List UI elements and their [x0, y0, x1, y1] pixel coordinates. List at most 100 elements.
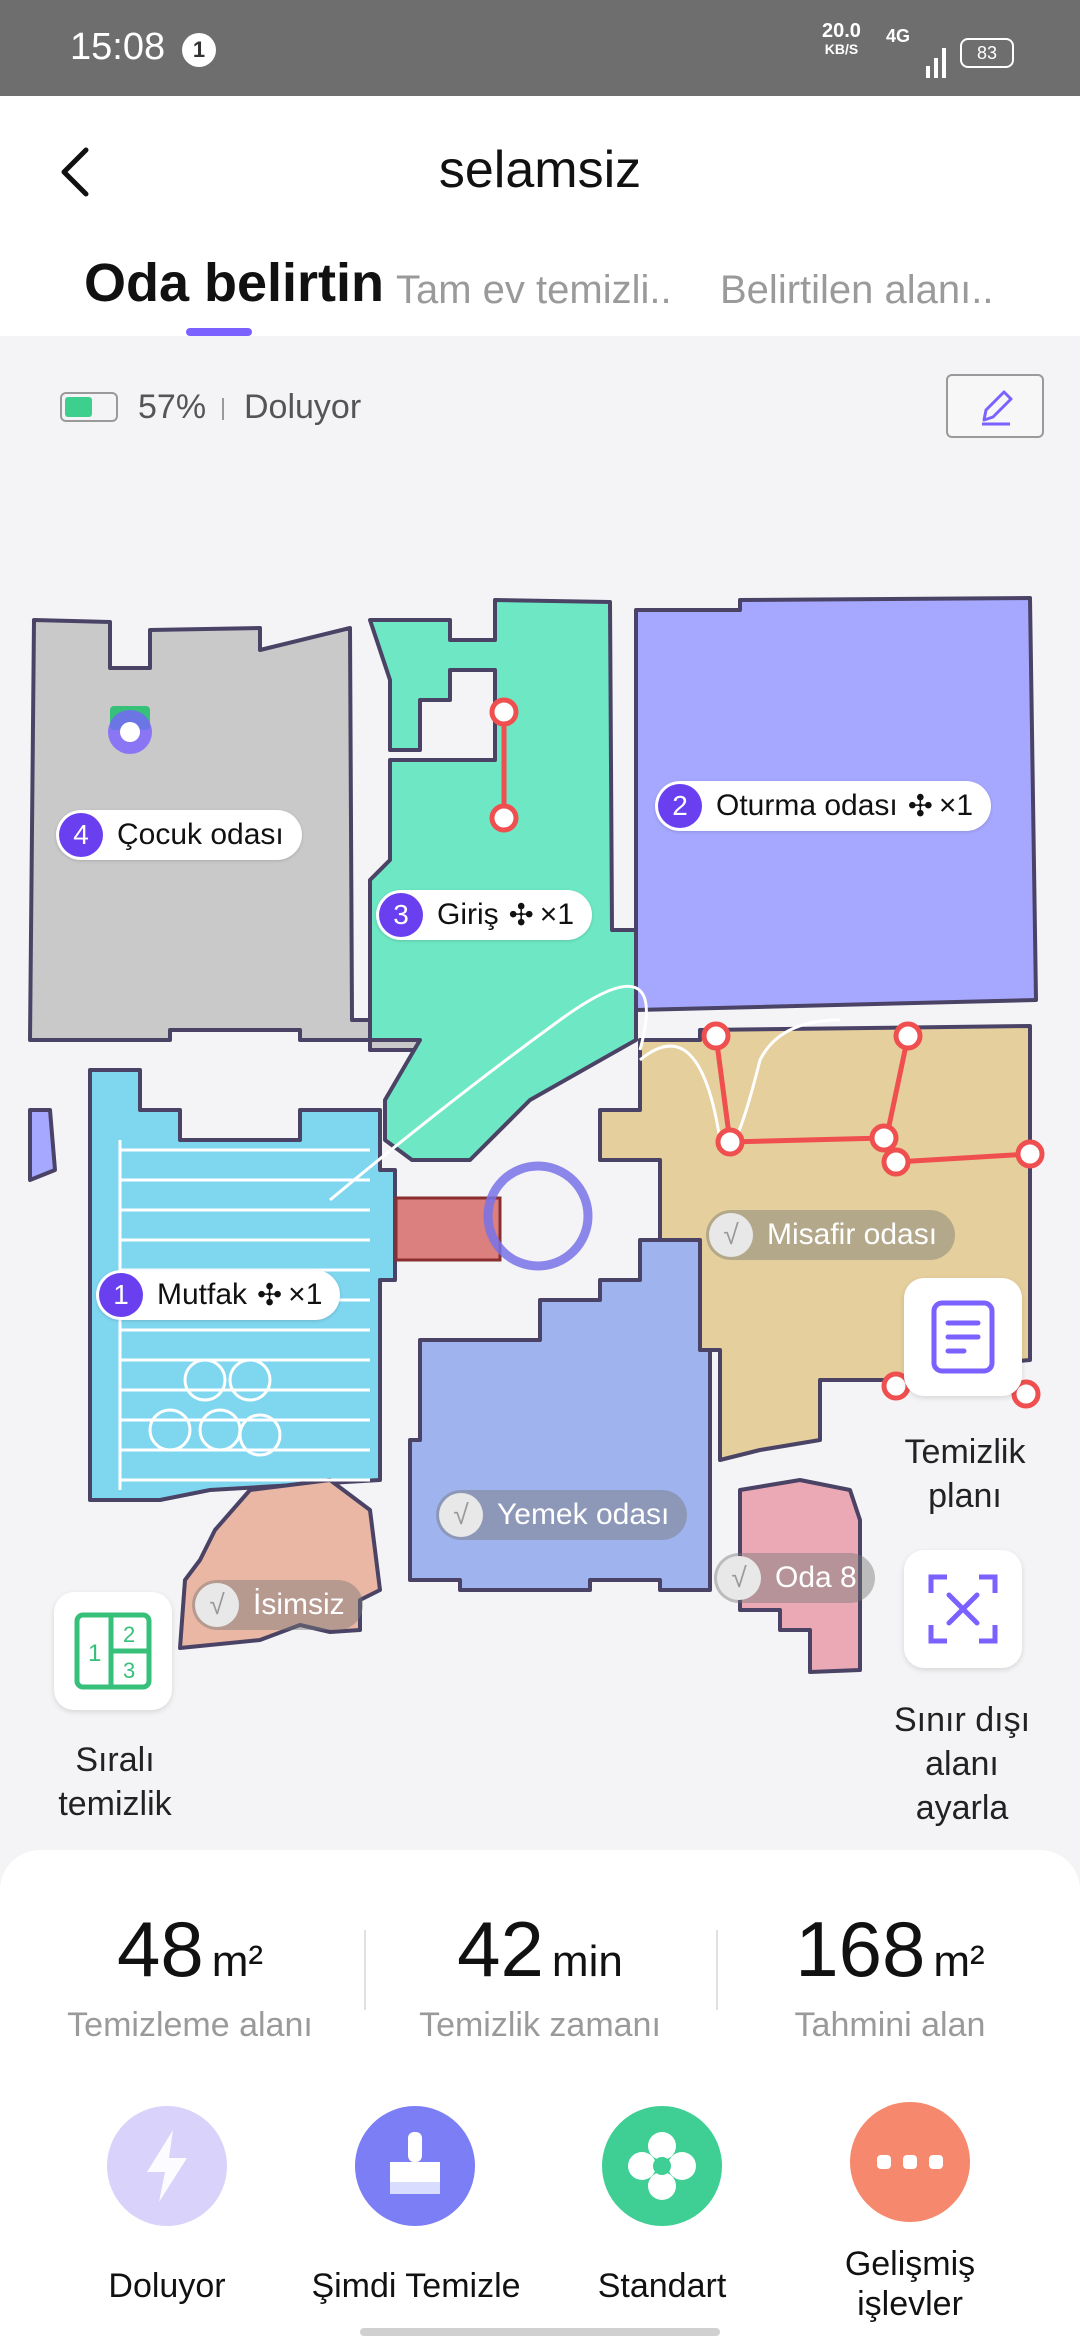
room-name: Çocuk odası [117, 818, 284, 851]
more-dots-icon [877, 2155, 943, 2169]
room-label-cocuk-odasi[interactable]: 4 Çocuk odası [56, 810, 302, 860]
fan-icon: ✣ [257, 1278, 283, 1312]
network-speed: 20.0 KB/S [822, 21, 861, 58]
check-icon: √ [195, 1583, 239, 1627]
room-label-misafir-odasi[interactable]: √ Misafir odası [706, 1210, 956, 1260]
sequential-cleaning-label: Sıralı temizlik [58, 1741, 172, 1823]
room-label-oda-8[interactable]: √ Oda 8 [714, 1553, 875, 1603]
check-icon: √ [439, 1493, 483, 1537]
sequential-cleaning-button[interactable]: 1 2 3 [54, 1592, 172, 1710]
charging-label: Doluyor [108, 2267, 226, 2305]
room-yemek-odasi[interactable] [408, 1238, 712, 1592]
room-giris[interactable] [368, 598, 638, 1162]
room-label-mutfak[interactable]: 1 Mutfak ✣ ×1 [96, 1270, 341, 1320]
room-name: Oda 8 [775, 1561, 857, 1594]
advanced-functions-button[interactable] [850, 2102, 970, 2222]
svg-text:1: 1 [88, 1640, 101, 1667]
svg-text:3: 3 [123, 1658, 135, 1683]
stat-estimated-area-label: Tahmini alan [794, 2006, 986, 2044]
room-label-isimsiz[interactable]: √ İsimsiz [192, 1580, 363, 1630]
map-fragment [28, 1108, 57, 1182]
divider [716, 1930, 718, 2010]
status-bar: 15:08 1 20.0 KB/S 4G 83 [0, 0, 1080, 96]
advanced-functions-label: Gelişmiş işlevler [844, 2245, 976, 2323]
room-label-yemek-odasi[interactable]: √ Yemek odası [436, 1490, 688, 1540]
clean-count: ×1 [539, 898, 575, 931]
stat-unit: m² [211, 1937, 264, 1986]
svg-text:2: 2 [123, 1622, 135, 1647]
charging-button[interactable] [107, 2106, 227, 2226]
charging-status: Doluyor [244, 388, 362, 426]
suction-mode-label: Standart [597, 2267, 727, 2305]
clean-now-button[interactable] [355, 2106, 475, 2226]
divider [364, 1930, 366, 2010]
cleaning-plan-label: Temizlik planı [904, 1433, 1026, 1515]
signal-bars-icon [926, 48, 946, 78]
stat-value: 168 [795, 1905, 926, 1993]
pencil-icon [982, 390, 1013, 426]
speed-unit: KB/S [824, 41, 859, 57]
room-label-oturma-odasi[interactable]: 2 Oturma odası ✣ ×1 [655, 781, 992, 831]
battery-percent: 57% [138, 388, 207, 426]
clock: 15:08 [70, 26, 166, 68]
clean-now-label: Şimdi Temizle [311, 2267, 521, 2305]
room-number: 1 [99, 1273, 143, 1317]
header [0, 96, 1080, 336]
battery-charging-icon [60, 392, 118, 422]
battery-indicator: 83 [960, 38, 1014, 68]
edit-map-button[interactable] [946, 374, 1044, 438]
charging-dock-icon [108, 706, 152, 754]
bottom-panel [0, 1850, 1080, 2340]
clean-count: ×1 [288, 1278, 323, 1311]
room-name: Yemek odası [497, 1498, 670, 1531]
room-name: Oturma odası [716, 789, 898, 822]
fan-icon: ✣ [508, 898, 534, 932]
cleaning-path [118, 984, 841, 1490]
room-name: Misafir odası [767, 1218, 938, 1251]
robot-position-icon [483, 1161, 593, 1271]
tab-zone[interactable]: Belirtilen alanı.. [720, 268, 994, 312]
suction-mode-button[interactable] [602, 2106, 722, 2226]
room-number: 2 [658, 784, 702, 828]
no-go-zone[interactable] [394, 1196, 502, 1262]
fan-icon: ✣ [907, 789, 933, 823]
broom-icon [390, 2132, 440, 2194]
fan-icon [628, 2132, 696, 2200]
stat-unit: m² [933, 1937, 985, 1986]
room-name: Mutfak [157, 1278, 248, 1311]
check-icon: √ [709, 1213, 753, 1257]
home-indicator[interactable] [360, 2328, 720, 2336]
stat-cleaning-time-label: Temizlik zamanı [419, 2006, 661, 2044]
floor-map[interactable] [0, 580, 1080, 1710]
check-icon: √ [717, 1556, 761, 1600]
room-label-giris[interactable]: 3 Giriş ✣ ×1 [376, 890, 593, 940]
no-go-zone-button[interactable] [904, 1550, 1022, 1668]
restricted-area-icon [928, 1574, 998, 1644]
room-number: 4 [59, 813, 103, 857]
lightning-icon [147, 2130, 187, 2202]
stat-value: 42 [457, 1905, 544, 1993]
stat-value: 48 [116, 1905, 204, 1993]
tab-room[interactable]: Oda belirtin [84, 253, 385, 313]
stat-unit: min [551, 1937, 623, 1986]
tab-whole-house[interactable]: Tam ev temizli.. [396, 268, 672, 312]
notification-badge: 1 [182, 33, 216, 67]
room-name: İsimsiz [253, 1588, 345, 1621]
page-title: selamsiz [438, 141, 642, 199]
cleaning-plan-button[interactable] [904, 1278, 1022, 1396]
no-go-zone-label: Sınır dışı alanı ayarla [893, 1701, 1031, 1827]
stat-cleaning-area-label: Temizleme alanı [67, 2006, 313, 2044]
active-tab-indicator [186, 328, 252, 336]
room-oda-8[interactable] [738, 1478, 862, 1674]
network-type: 4G [886, 26, 911, 46]
document-list-icon [931, 1300, 995, 1374]
divider [222, 398, 224, 420]
room-name: Giriş [437, 898, 499, 931]
room-dividers[interactable] [489, 697, 1045, 1409]
room-number: 3 [379, 893, 423, 937]
room-order-icon: 1 2 3 [74, 1612, 152, 1690]
back-arrow-icon[interactable] [56, 142, 96, 202]
